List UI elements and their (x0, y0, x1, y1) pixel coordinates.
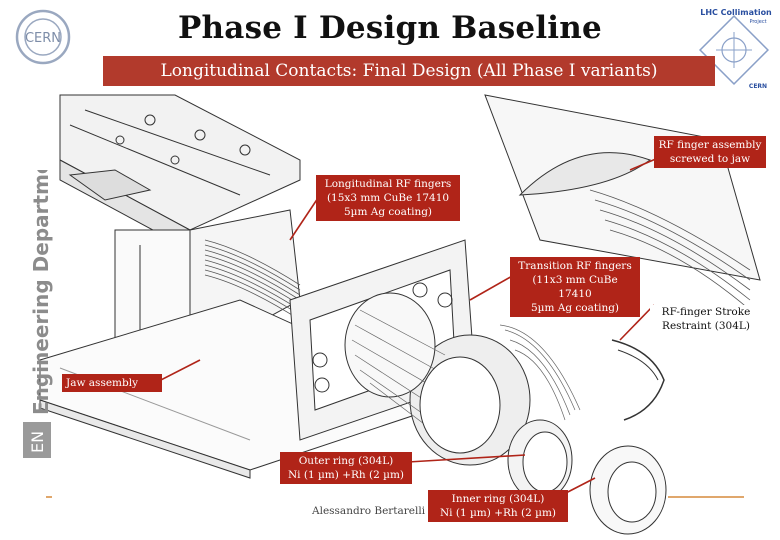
callout-line: 5µm Ag coating) (530, 302, 620, 314)
callout-longitudinal-rf-fingers: Longitudinal RF fingers (15x3 mm CuBe 17… (316, 175, 460, 221)
callout-line: Transition RF fingers (518, 260, 632, 272)
cern-logo: CERN (8, 6, 78, 68)
callout-outer-ring: Outer ring (304L) Ni (1 µm) +Rh (2 µm) (280, 452, 412, 484)
callout-line: screwed to jaw (669, 153, 751, 165)
subtitle-bar: Longitudinal Contacts: Final Design (All… (103, 56, 715, 86)
svg-text:LHC Collimation: LHC Collimation (700, 8, 772, 17)
callout-line: Restraint (304L) (662, 320, 750, 332)
callout-line: Outer ring (304L) (298, 455, 394, 467)
callout-line: (11x3 mm CuBe 17410 (532, 274, 618, 300)
department-abbr: EN (28, 431, 47, 453)
callout-inner-ring: Inner ring (304L) Ni (1 µm) +Rh (2 µm) (428, 490, 568, 522)
slide-title: Phase I Design Baseline (178, 10, 602, 46)
department-name: Engineering Department (29, 170, 53, 415)
department-badge (23, 422, 51, 458)
callout-line: 5µm Ag coating) (343, 206, 433, 218)
callout-line: (15x3 mm CuBe 17410 (326, 192, 450, 204)
svg-text:Project: Project (749, 19, 766, 25)
callout-jaw-assembly: Jaw assembly (62, 374, 162, 392)
svg-text:CERN: CERN (749, 83, 767, 90)
callout-line: Ni (1 µm) +Rh (2 µm) (439, 507, 556, 519)
callout-rf-finger-assembly: RF finger assembly screwed to jaw (654, 136, 766, 168)
callout-line: RF-finger Stroke (661, 306, 751, 318)
callout-transition-rf-fingers: Transition RF fingers (11x3 mm CuBe 1741… (510, 257, 640, 317)
callout-line: Longitudinal RF fingers (324, 178, 452, 190)
svg-text:CERN: CERN (25, 31, 61, 46)
callout-line: Inner ring (304L) (451, 493, 545, 505)
lhc-collimation-logo: LHC Collimation Project CERN (698, 4, 774, 90)
callout-stroke-restraint: RF-finger Stroke Restraint (304L) (650, 305, 762, 333)
callout-line: Ni (1 µm) +Rh (2 µm) (287, 469, 404, 481)
department-label: Engineering Department EN (6, 170, 54, 460)
callout-line: RF finger assembly (658, 139, 762, 151)
footer-author: Alessandro Bertarelli (312, 505, 426, 517)
